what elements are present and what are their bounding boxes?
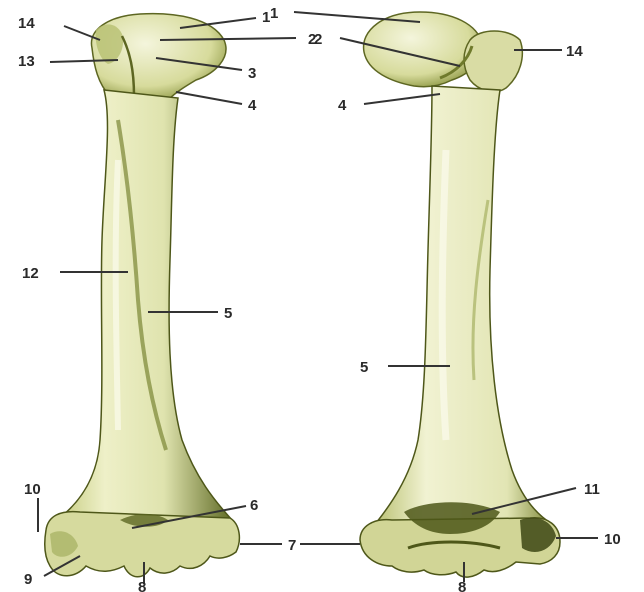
label-1-posterior: 1 [270, 5, 278, 22]
label-2-posterior: 2 [314, 31, 322, 48]
shaft-anterior [62, 90, 232, 520]
label-10-anterior: 10 [24, 481, 41, 498]
label-8-posterior: 8 [458, 579, 466, 592]
label-11-posterior: 11 [584, 481, 600, 498]
shaft-highlight-posterior [442, 150, 446, 440]
label-12-anterior: 12 [22, 265, 39, 282]
label-4-anterior: 4 [248, 97, 257, 114]
label-14-anterior: 14 [18, 15, 35, 32]
label-5-posterior: 5 [360, 359, 368, 376]
label-5-anterior: 5 [224, 305, 232, 322]
leader-4-anterior [176, 92, 242, 104]
label-14-posterior: 14 [566, 43, 583, 60]
label-3-anterior: 3 [248, 65, 256, 82]
label-9-anterior: 9 [24, 571, 32, 588]
shaft-highlight [116, 160, 118, 430]
greater-tubercle-posterior [464, 31, 522, 92]
label-8-anterior: 8 [138, 579, 146, 592]
shaft-posterior [372, 86, 552, 528]
humeral-head-posterior [364, 12, 483, 87]
humerus-posterior [360, 12, 560, 577]
label-7-anterior: 7 [288, 537, 296, 554]
label-10-posterior: 10 [604, 531, 621, 548]
label-4-posterior: 4 [338, 97, 347, 114]
label-13-anterior: 13 [18, 53, 35, 70]
label-6-anterior: 6 [250, 497, 258, 514]
leader-4-posterior [364, 94, 440, 104]
